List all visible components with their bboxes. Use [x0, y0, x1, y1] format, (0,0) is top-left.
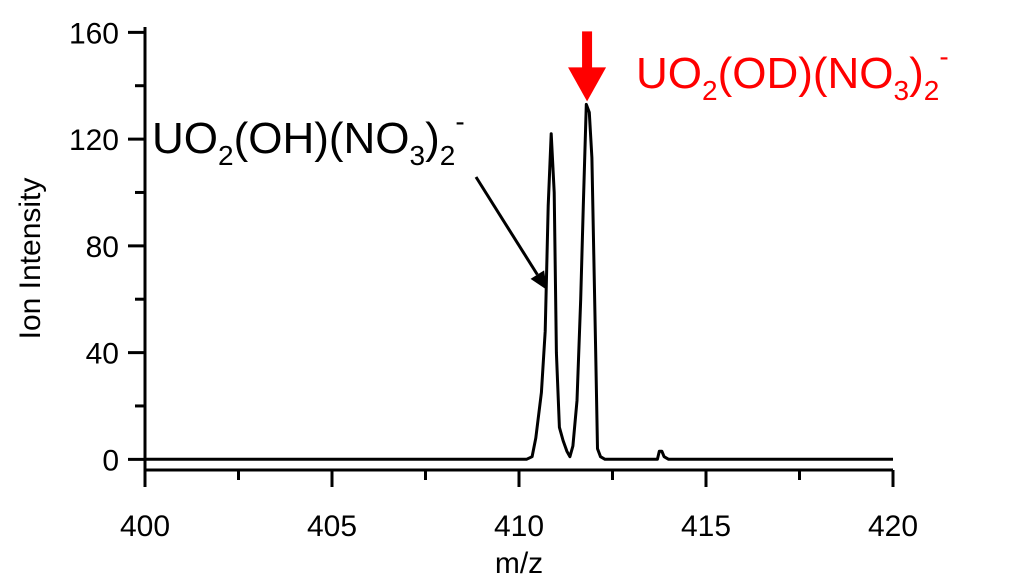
x-ticks: 400 405 410 415 420 [120, 470, 918, 543]
annotation-oh-species: UO2(OH)(NO3)2- [152, 106, 465, 171]
ann-left-sub2: 3 [410, 140, 426, 171]
red-down-arrow-marker [568, 31, 607, 102]
arrow-shaft [474, 176, 539, 276]
ann-left-sub3: 2 [440, 140, 456, 171]
arrow-head [530, 270, 547, 290]
x-tick-label: 405 [307, 510, 357, 543]
ann-right-close: ) [909, 49, 924, 98]
ann-right-mid: (OD)(NO [718, 49, 894, 98]
y-tick-label: 160 [69, 17, 119, 50]
ann-right-base: UO [636, 49, 702, 98]
ann-right-sub2: 3 [894, 75, 910, 106]
ann-left-mid: (OH)(NO [234, 114, 410, 163]
marker-shaft [582, 31, 593, 72]
marker-head [568, 67, 607, 102]
ann-left-close: ) [425, 114, 440, 163]
annotation-arrow [474, 176, 547, 290]
ann-left-sub1: 2 [218, 140, 234, 171]
y-ticks: 0 40 80 120 160 [69, 17, 145, 477]
x-tick-label: 410 [494, 510, 544, 543]
x-axis-title: m/z [495, 547, 543, 579]
ann-right-sub3: 2 [924, 75, 940, 106]
annotation-od-species: UO2(OD)(NO3)2- [636, 41, 949, 106]
ann-left-sup: - [455, 106, 464, 137]
y-tick-label: 40 [86, 338, 119, 371]
y-tick-label: 80 [86, 231, 119, 264]
ann-right-sub1: 2 [702, 75, 718, 106]
x-tick-label: 420 [868, 510, 918, 543]
ann-left-base: UO [152, 114, 218, 163]
x-tick-label: 415 [681, 510, 731, 543]
y-axis-title: Ion Intensity [14, 178, 47, 340]
x-tick-label: 400 [120, 510, 170, 543]
y-tick-label: 120 [69, 124, 119, 157]
y-tick-label: 0 [102, 444, 119, 477]
spectrum-trace [145, 102, 893, 461]
ann-right-sup: - [939, 41, 948, 72]
